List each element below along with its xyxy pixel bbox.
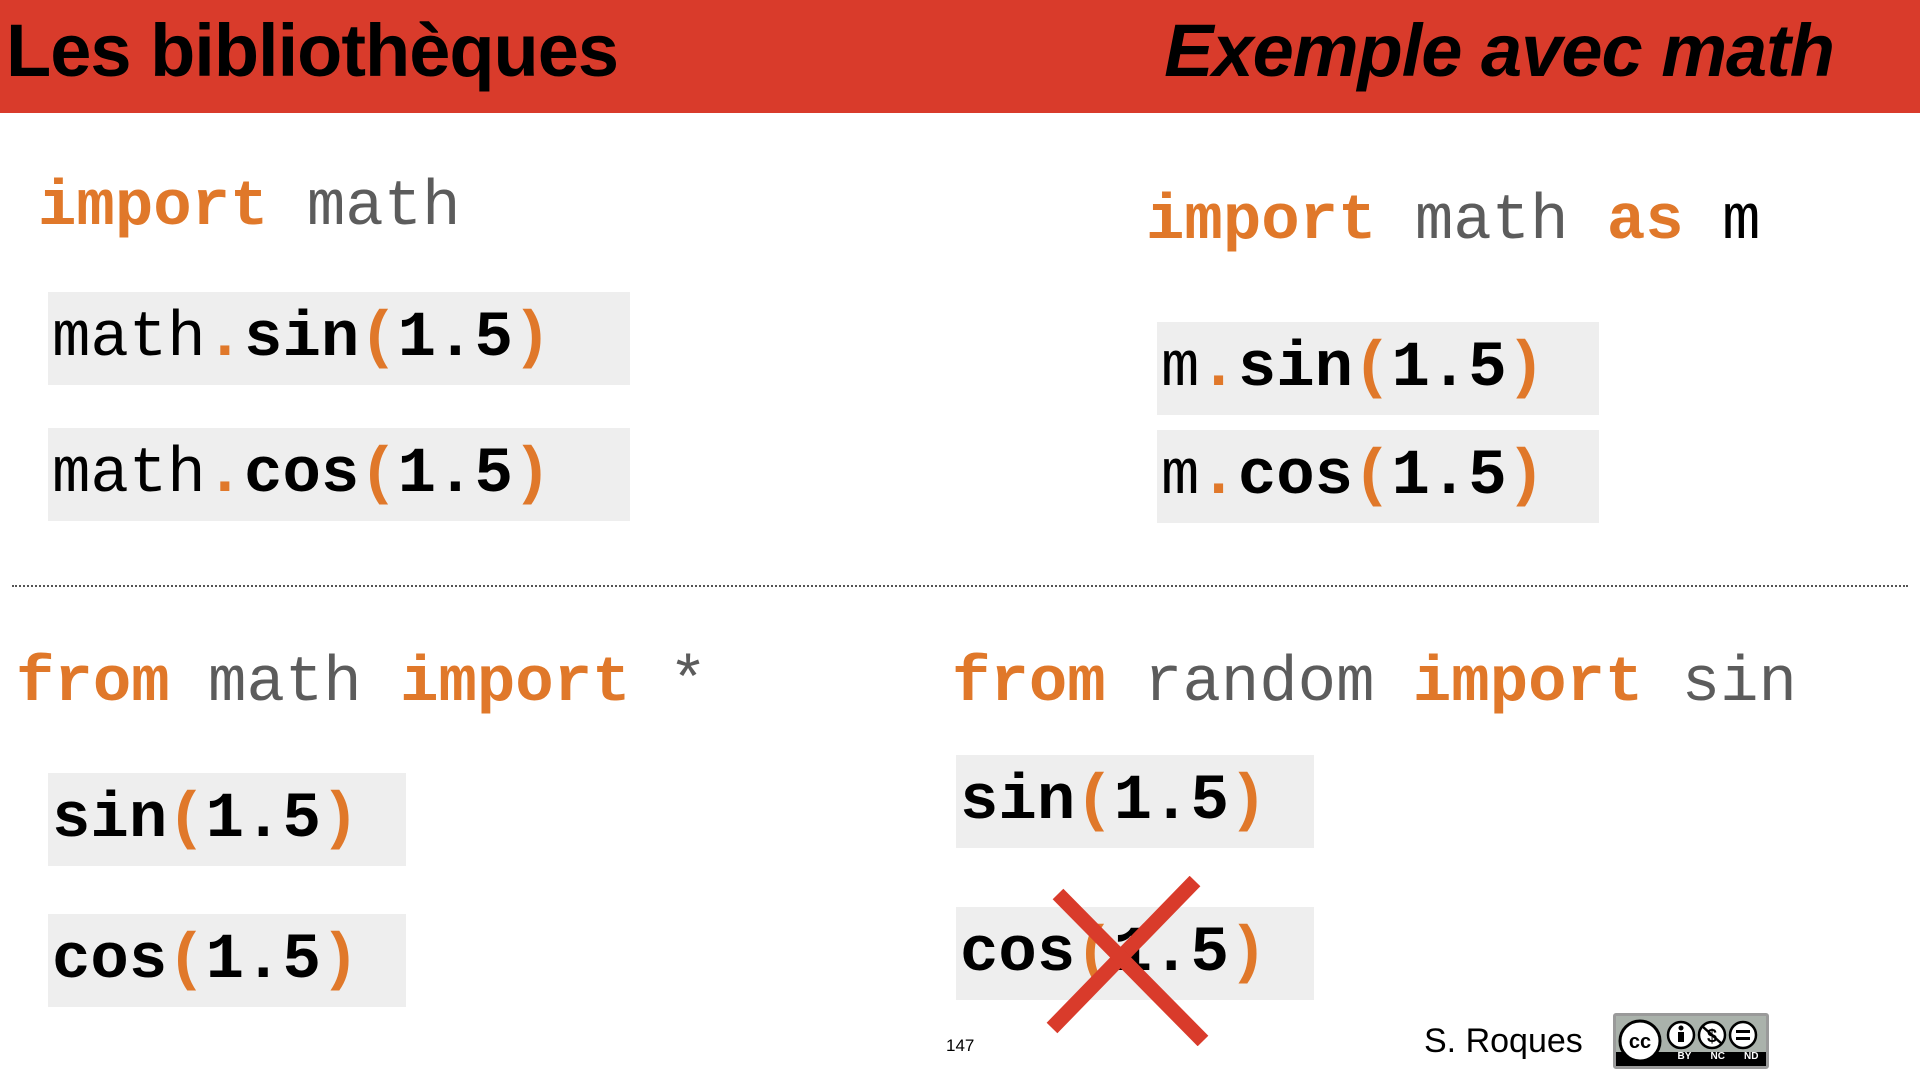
code-paren-close: ) [1506,332,1546,405]
from-keyword: from [16,648,170,720]
code-line-math-sin: math.sin(1.5) [48,292,630,385]
code-prefix: m [1161,332,1200,405]
author-name: S. Roques [1424,1022,1583,1060]
code-paren-close: ) [512,302,552,375]
code-arg: 1.5 [1113,765,1229,838]
svg-text:cc: cc [1629,1031,1651,1053]
module-name: math [1414,186,1569,258]
code-arg: 1.5 [397,438,513,511]
cc-by-nc-nd-icon: cc $ BY NC ND [1613,1013,1769,1069]
as-keyword: as [1606,186,1684,258]
code-paren-close: ) [320,783,360,856]
code-paren-open: ( [167,924,206,997]
alias-name: m [1722,186,1761,258]
code-line-cos-crossed: cos(1.5) [956,907,1314,1000]
code-paren-close: ) [1228,917,1268,990]
module-name: math [306,172,461,244]
code-paren-open: ( [359,438,398,511]
code-prefix: math [52,438,206,511]
code-dot: . [205,302,245,375]
code-function: cos [960,917,1076,990]
slide-title: Les bibliothèques [6,9,619,92]
code-function: cos [1237,440,1354,513]
code-paren-open: ( [1353,440,1392,513]
code-paren-close: ) [512,438,552,511]
from-random-import-sin-statement: from random import sin [952,652,1797,716]
code-line-m-sin: m.sin(1.5) [1157,322,1599,415]
title-bar: Les bibliothèques Exemple avec math [0,0,1920,113]
code-function: sin [960,765,1076,838]
license-label-nd: ND [1744,1051,1759,1062]
code-paren-close: ) [320,924,360,997]
code-paren-open: ( [167,783,206,856]
license-label-by: BY [1677,1051,1692,1062]
import-keyword: import [38,172,269,244]
code-arg: 1.5 [205,924,321,997]
code-paren-open: ( [359,302,398,375]
code-prefix: math [52,302,206,375]
import-keyword: import [1412,648,1644,720]
code-arg: 1.5 [1391,332,1507,405]
module-name: math [208,648,362,720]
import-target: * [668,648,708,720]
code-function: sin [1237,332,1354,405]
from-math-import-star-statement: from math import * [16,652,707,716]
import-keyword: import [1146,186,1377,258]
code-function: sin [52,783,168,856]
license-label-nc: NC [1710,1051,1725,1062]
code-arg: 1.5 [205,783,321,856]
code-paren-close: ) [1228,765,1268,838]
slide-subtitle: Exemple avec math [1164,9,1835,92]
code-paren-open: ( [1353,332,1392,405]
code-dot: . [205,438,245,511]
import-math-statement: import math [38,176,460,240]
section-divider [12,585,1908,587]
cross-out-icon [1046,876,1209,1046]
code-arg: 1.5 [397,302,513,375]
import-target: sin [1681,648,1797,720]
code-dot: . [1199,440,1238,513]
import-keyword: import [400,648,631,720]
code-line-m-cos: m.cos(1.5) [1157,430,1599,523]
code-paren-close: ) [1506,440,1546,513]
module-name: random [1144,648,1375,720]
code-arg: 1.5 [1391,440,1507,513]
import-math-as-m-statement: import math as m [1146,190,1761,254]
code-function: cos [244,438,360,511]
code-line-sin: sin(1.5) [956,755,1314,848]
code-dot: . [1199,332,1238,405]
from-keyword: from [952,648,1106,720]
code-line-math-cos: math.cos(1.5) [48,428,630,521]
code-line-cos: cos(1.5) [48,914,406,1007]
code-function: cos [52,924,168,997]
page-number: 147 [946,1036,975,1055]
code-line-sin: sin(1.5) [48,773,406,866]
code-prefix: m [1161,440,1200,513]
code-function: sin [244,302,360,375]
code-paren-open: ( [1075,765,1114,838]
